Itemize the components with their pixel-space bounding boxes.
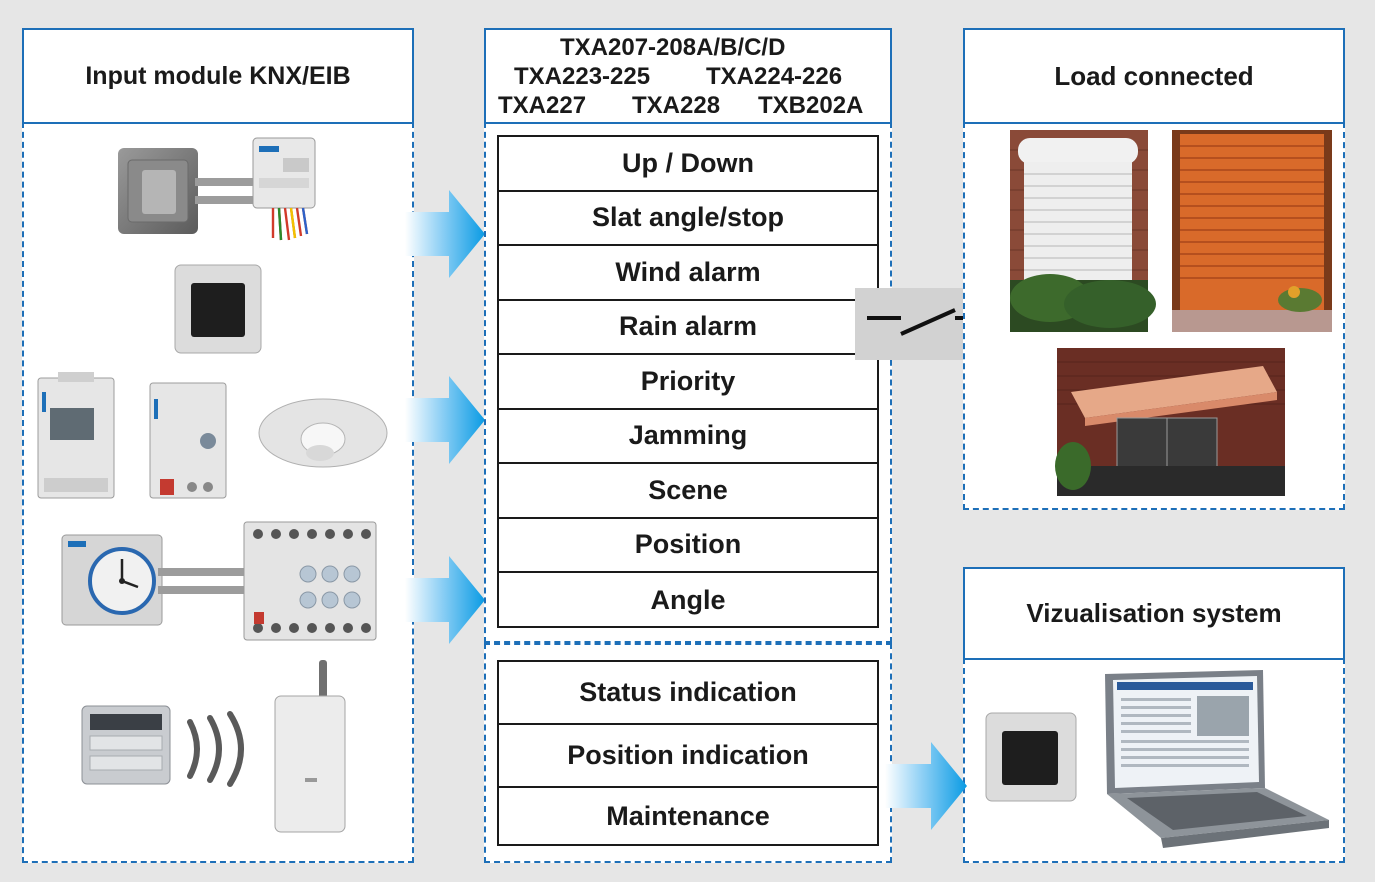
binary-input-module-icon	[195, 137, 316, 241]
model-line-1: TXA207-208A/B/C/D	[560, 34, 786, 61]
indication-status: Status indication	[499, 662, 877, 725]
arrow-icon-3	[405, 556, 485, 644]
radio-receiver-icon	[274, 660, 346, 833]
wireless-signal-icon	[187, 711, 244, 787]
function-scene: Scene	[499, 464, 877, 519]
function-list: Up / Down Slat angle/stop Wind alarm Rai…	[497, 135, 879, 628]
motion-detector-icon	[258, 398, 388, 468]
models-header: TXA207-208A/B/C/D TXA223-225 TXA224-226 …	[484, 28, 892, 124]
indication-list: Status indication Position indication Ma…	[497, 660, 879, 846]
input-module-title: Input module KNX/EIB	[22, 28, 414, 124]
touch-panel-icon	[174, 264, 262, 354]
venetian-blind-icon	[1172, 130, 1332, 332]
function-jamming: Jamming	[499, 410, 877, 464]
analog-timer-icon	[61, 534, 163, 626]
load-connected-title: Load connected	[963, 28, 1345, 124]
wall-switch-icon	[118, 148, 198, 234]
din-timer-icon	[37, 372, 115, 499]
model-line-3c: TXB202A	[758, 92, 864, 119]
model-line-2b: TXA224-226	[706, 63, 843, 90]
function-wind-alarm: Wind alarm	[499, 246, 877, 301]
indication-position: Position indication	[499, 725, 877, 788]
arrow-icon-4	[885, 742, 967, 830]
model-line-3a: TXA227	[498, 92, 587, 119]
roller-shutter-icon	[1010, 130, 1156, 332]
function-priority: Priority	[499, 355, 877, 410]
radio-remote-icon	[81, 705, 171, 785]
shutter-actuator-icon	[158, 521, 377, 641]
vizualisation-title: Vizualisation system	[963, 567, 1345, 660]
model-line-3b: TXA228	[632, 92, 721, 119]
arrow-icon-1	[405, 190, 485, 278]
model-line-2a: TXA223-225	[514, 63, 651, 90]
awning-icon	[1055, 348, 1285, 496]
function-angle: Angle	[650, 584, 726, 615]
function-rain-alarm: Rain alarm	[499, 301, 877, 355]
din-dimmer-icon	[149, 382, 227, 499]
indication-maintenance: Maintenance	[606, 800, 770, 831]
touch-panel-vis-icon	[985, 712, 1077, 802]
function-position: Position	[499, 519, 877, 573]
function-up-down: Up / Down	[499, 137, 877, 192]
arrow-icon-2	[405, 376, 485, 464]
function-slat-angle: Slat angle/stop	[499, 192, 877, 246]
laptop-icon	[1105, 670, 1329, 848]
